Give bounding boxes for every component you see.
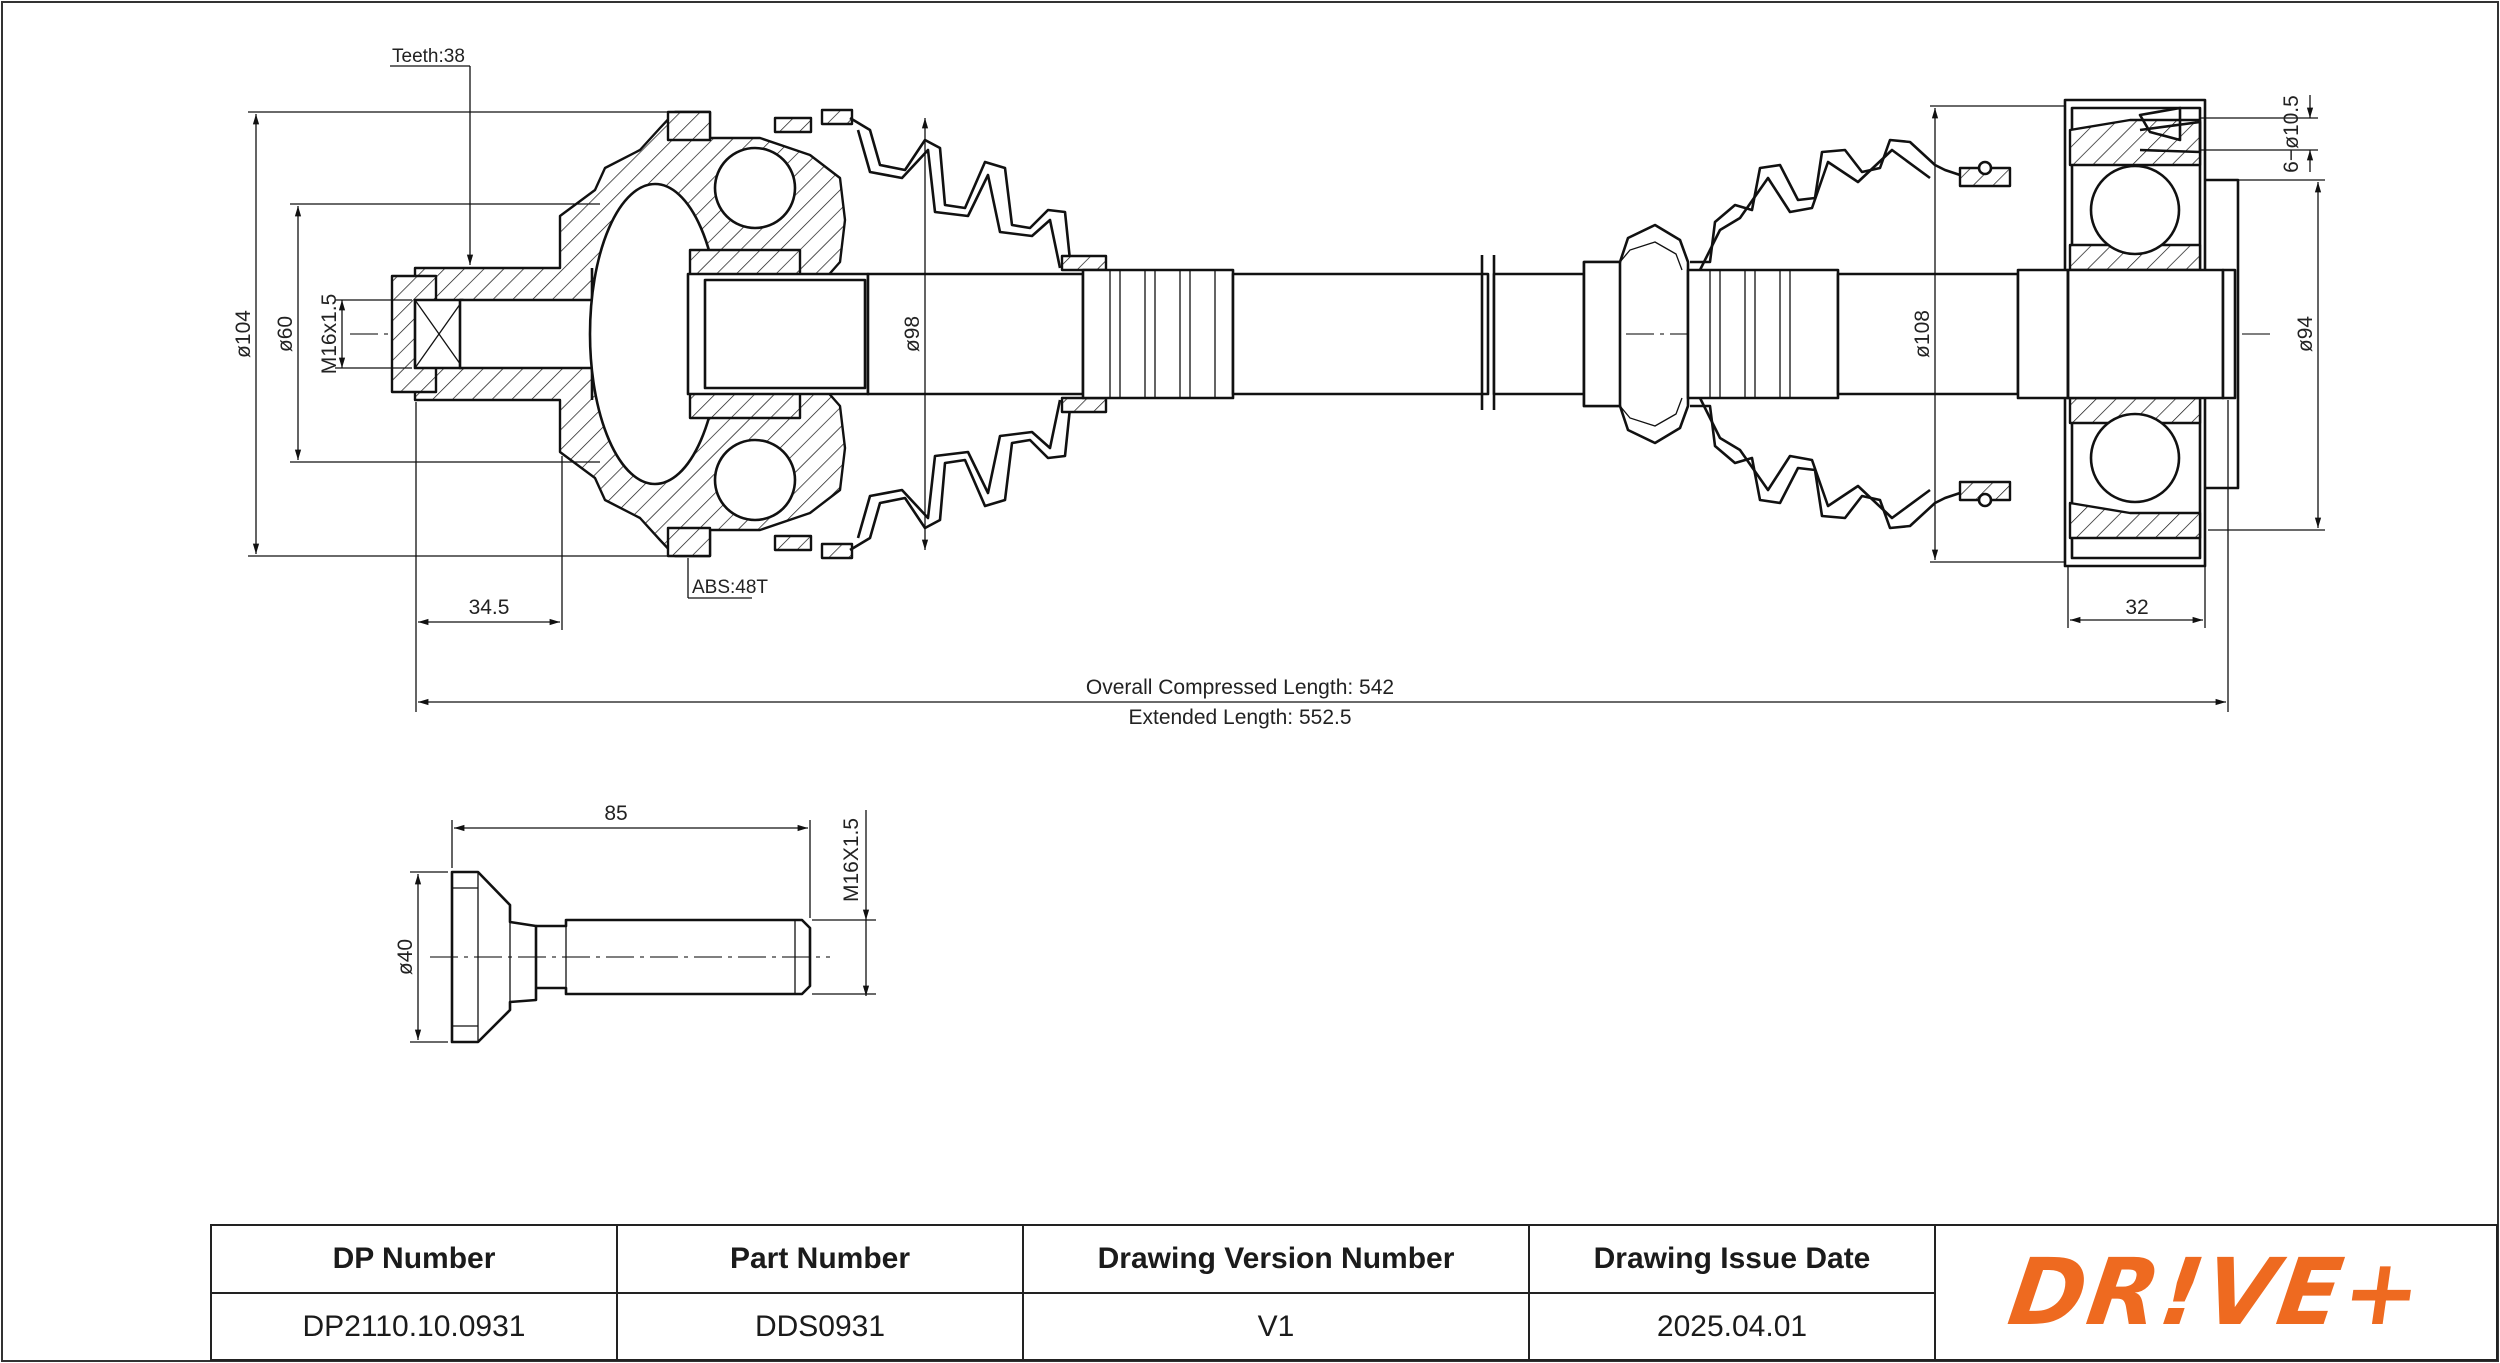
abs-ring-bottom (666, 526, 712, 558)
dim-thread-bolt: M16X1.5 (840, 818, 863, 902)
logo-text: DR!VE+ (2002, 1239, 2430, 1346)
inner-ball-top (2089, 164, 2181, 256)
dim-d98: ø98 (901, 316, 924, 352)
abs-ring-top (666, 110, 712, 142)
extended-length: Extended Length: 552.5 (1128, 706, 1351, 729)
right-boot (1690, 138, 1961, 264)
dim-34-5: 34.5 (469, 596, 510, 619)
value-drawing-version: V1 (1024, 1294, 1530, 1359)
dim-85: 85 (604, 802, 627, 825)
drive-shaft-drawing (350, 98, 2270, 568)
header-drawing-version: Drawing Version Number (1024, 1226, 1530, 1294)
bolt-shank (536, 918, 812, 996)
dim-d94: ø94 (2294, 316, 2317, 353)
dim-thread-left: M16x1.5 (318, 294, 341, 375)
cv-ball-top (713, 146, 797, 230)
dim-d108: ø108 (1911, 310, 1934, 358)
cv-ball-bottom (713, 438, 797, 522)
dimension-lines: Teeth:38 ABS:48T ø104 ø60 M16x1.5 ø98 ø1… (232, 46, 2325, 729)
value-dp-number: DP2110.10.0931 (212, 1294, 618, 1359)
dim-d40: ø40 (394, 939, 417, 975)
shaft-body (866, 272, 1085, 396)
header-part-number: Part Number (618, 1226, 1024, 1294)
drive-logo: DR!VE+ (1936, 1226, 2496, 1359)
abs-label: ABS:48T (692, 577, 768, 598)
value-issue-date: 2025.04.01 (1530, 1294, 1936, 1359)
dim-bolts: 6−ø10.5 (2280, 95, 2303, 173)
value-part-number: DDS0931 (618, 1294, 1024, 1359)
inner-ball-bottom (2089, 412, 2181, 504)
dim-32: 32 (2125, 596, 2148, 619)
title-block: DP Number Part Number Drawing Version Nu… (210, 1224, 2498, 1361)
teeth-label: Teeth:38 (392, 46, 465, 67)
dim-d60: ø60 (274, 316, 297, 352)
left-boot (849, 116, 1102, 270)
overall-compressed-length: Overall Compressed Length: 542 (1086, 676, 1394, 699)
bolt-head (450, 870, 538, 1044)
dim-d104: ø104 (232, 310, 255, 358)
header-dp-number: DP Number (212, 1226, 618, 1294)
header-issue-date: Drawing Issue Date (1530, 1226, 1936, 1294)
bolt-detail: 85 ø40 M16X1.5 (394, 802, 876, 1044)
